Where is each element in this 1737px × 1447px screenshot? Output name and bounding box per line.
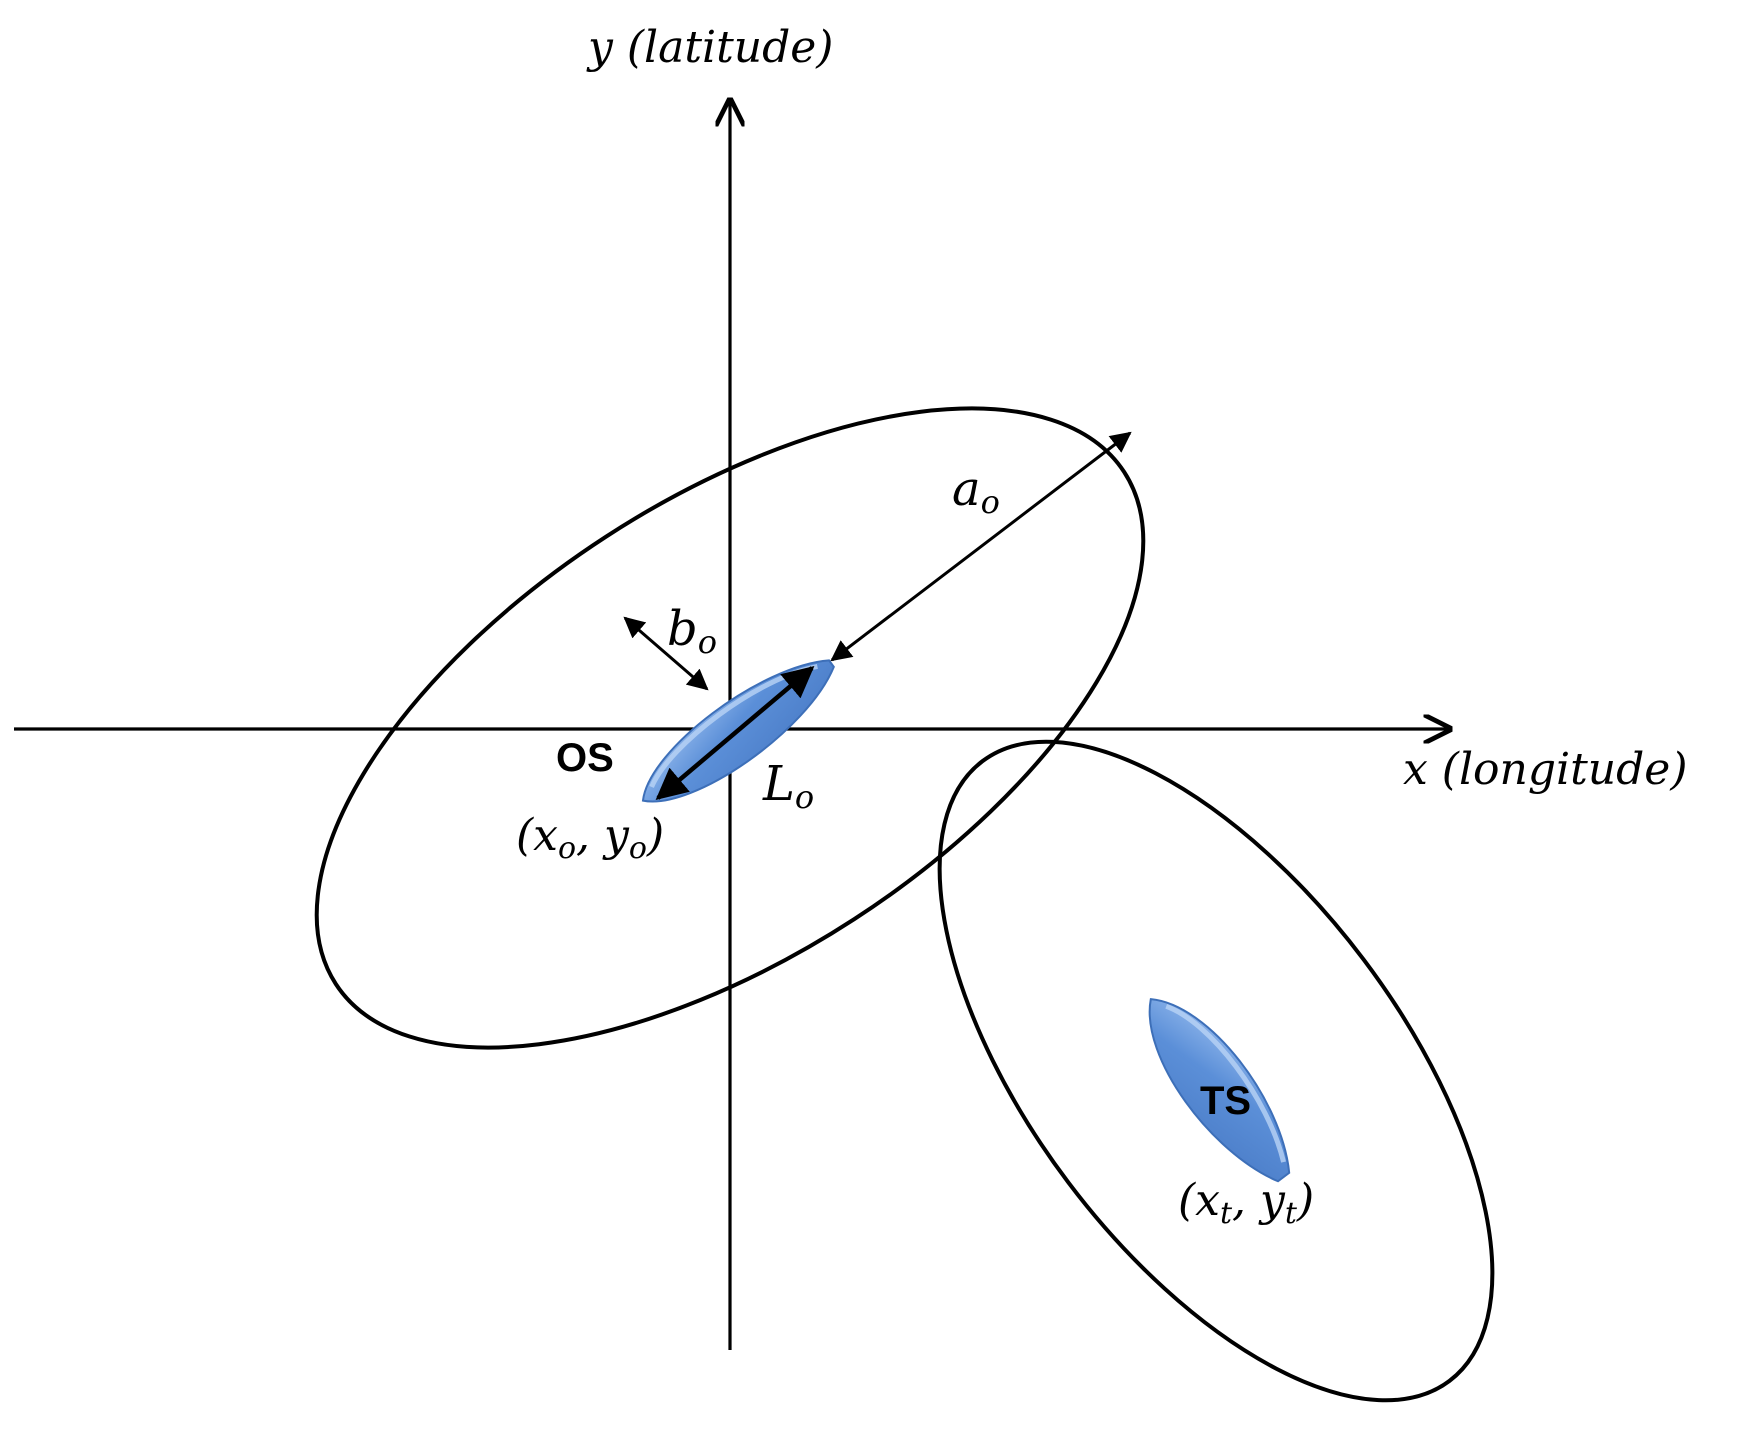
semi-major-arrow xyxy=(830,431,1132,662)
semi-minor-label: bo xyxy=(667,601,717,661)
y-axis-label: y (latitude) xyxy=(586,22,833,73)
x-axis-label: x (longitude) xyxy=(1403,744,1688,795)
target-ship-position: (xt, yt) xyxy=(1178,1175,1314,1231)
ship-length-label: Lo xyxy=(762,756,814,816)
target-ship-domain-ellipse xyxy=(937,739,1495,1403)
target-ship-hull xyxy=(1148,998,1291,1183)
ship-length-arrow xyxy=(655,665,815,801)
own-ship-position: (xo, yo) xyxy=(516,810,664,866)
target-ship-label: TS xyxy=(1200,1079,1251,1123)
semi-minor-arrow xyxy=(623,616,709,691)
semi-major-label: ao xyxy=(952,461,1000,521)
own-ship-label: OS xyxy=(556,736,614,780)
